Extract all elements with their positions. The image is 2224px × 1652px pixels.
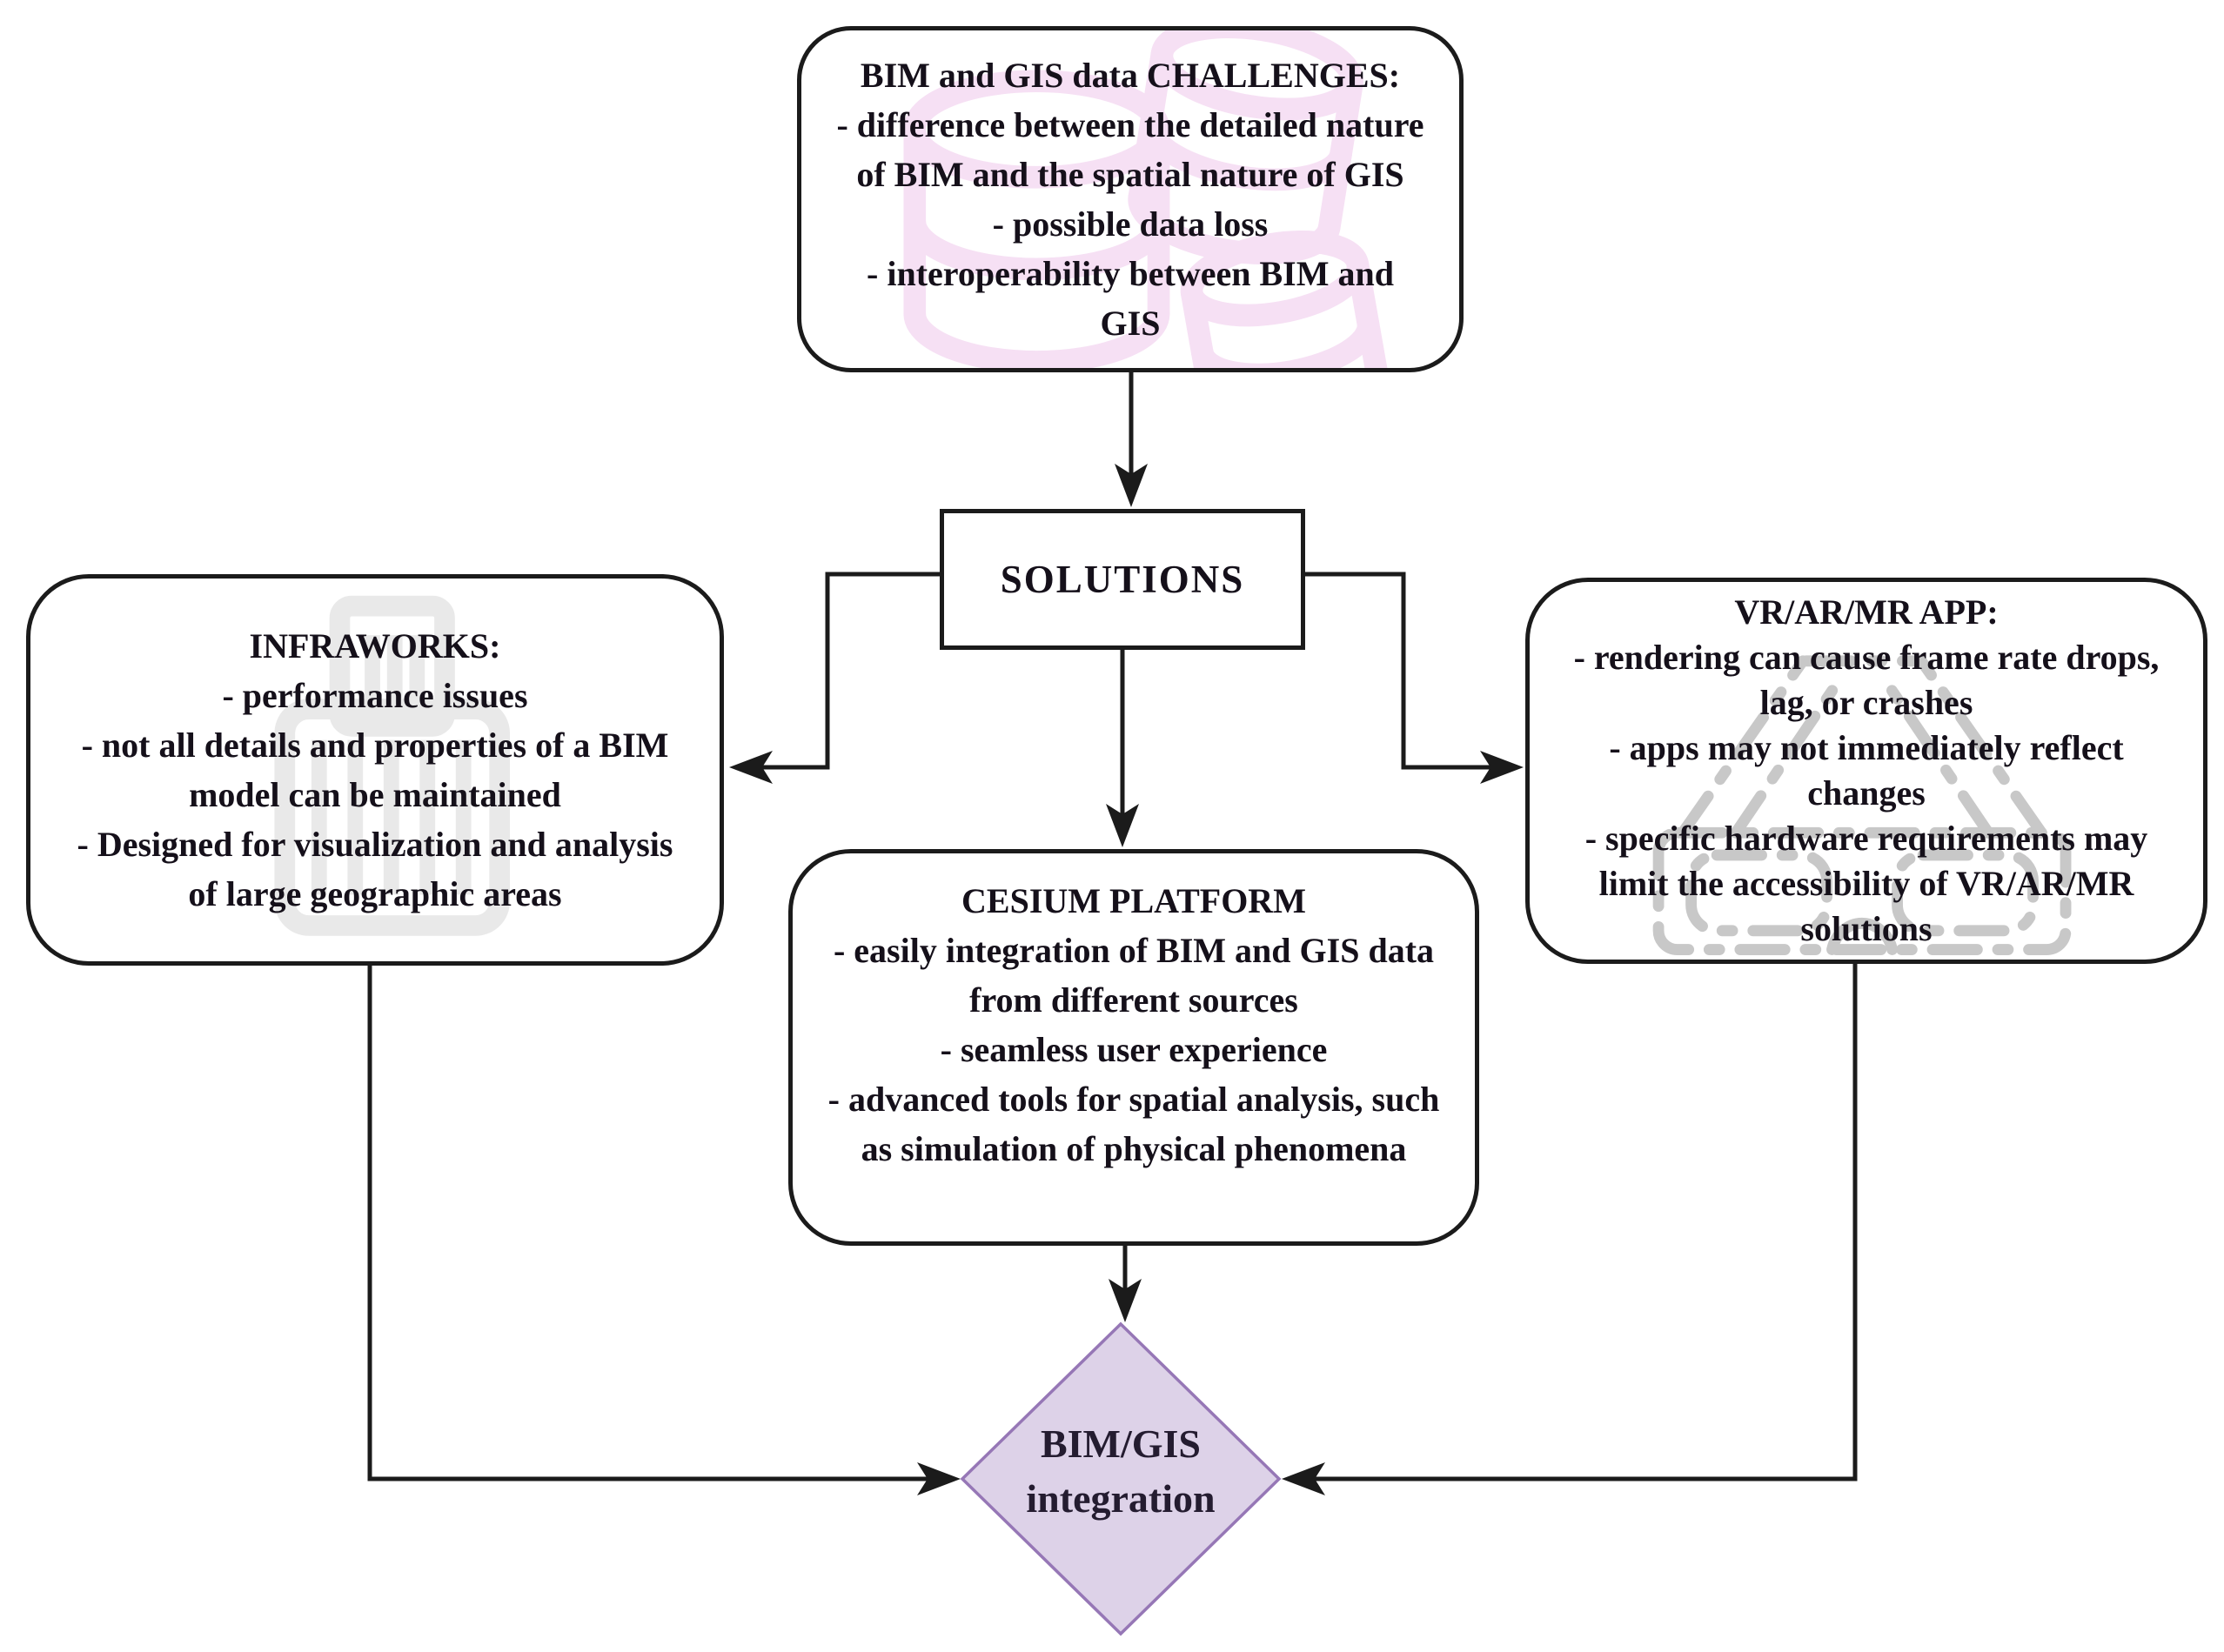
node-challenges: BIM and GIS data CHALLENGES:- difference… <box>797 26 1464 372</box>
arrow-solutions-to-cesium <box>1106 650 1139 847</box>
cesium-text: CESIUM PLATFORM- easily integration of B… <box>827 881 1440 1168</box>
node-infraworks: INFRAWORKS:- performance issues- not all… <box>26 574 724 966</box>
solutions-label: SOLUTIONS <box>1000 558 1245 601</box>
infraworks-text: INFRAWORKS:- performance issues- not all… <box>77 626 673 913</box>
arrow-challenges-to-solutions <box>1115 372 1148 507</box>
node-solutions: SOLUTIONS <box>940 509 1305 650</box>
vr-app-text: VR/AR/MR APP:- rendering can cause frame… <box>1573 592 2160 948</box>
arrow-cesium-to-integration <box>1109 1246 1142 1322</box>
arrow-solutions-to-vr <box>1303 572 1524 784</box>
arrow-infraworks-to-integration <box>367 966 961 1495</box>
challenges-text: BIM and GIS data CHALLENGES:- difference… <box>836 56 1424 343</box>
node-cesium: CESIUM PLATFORM- easily integration of B… <box>788 849 1479 1246</box>
arrow-solutions-to-infraworks <box>729 572 941 784</box>
integration-diamond-shape <box>960 1321 1282 1636</box>
arrow-vr-to-integration <box>1282 964 1858 1495</box>
node-vr-app: VR/AR/MR APP:- rendering can cause frame… <box>1525 578 2207 964</box>
